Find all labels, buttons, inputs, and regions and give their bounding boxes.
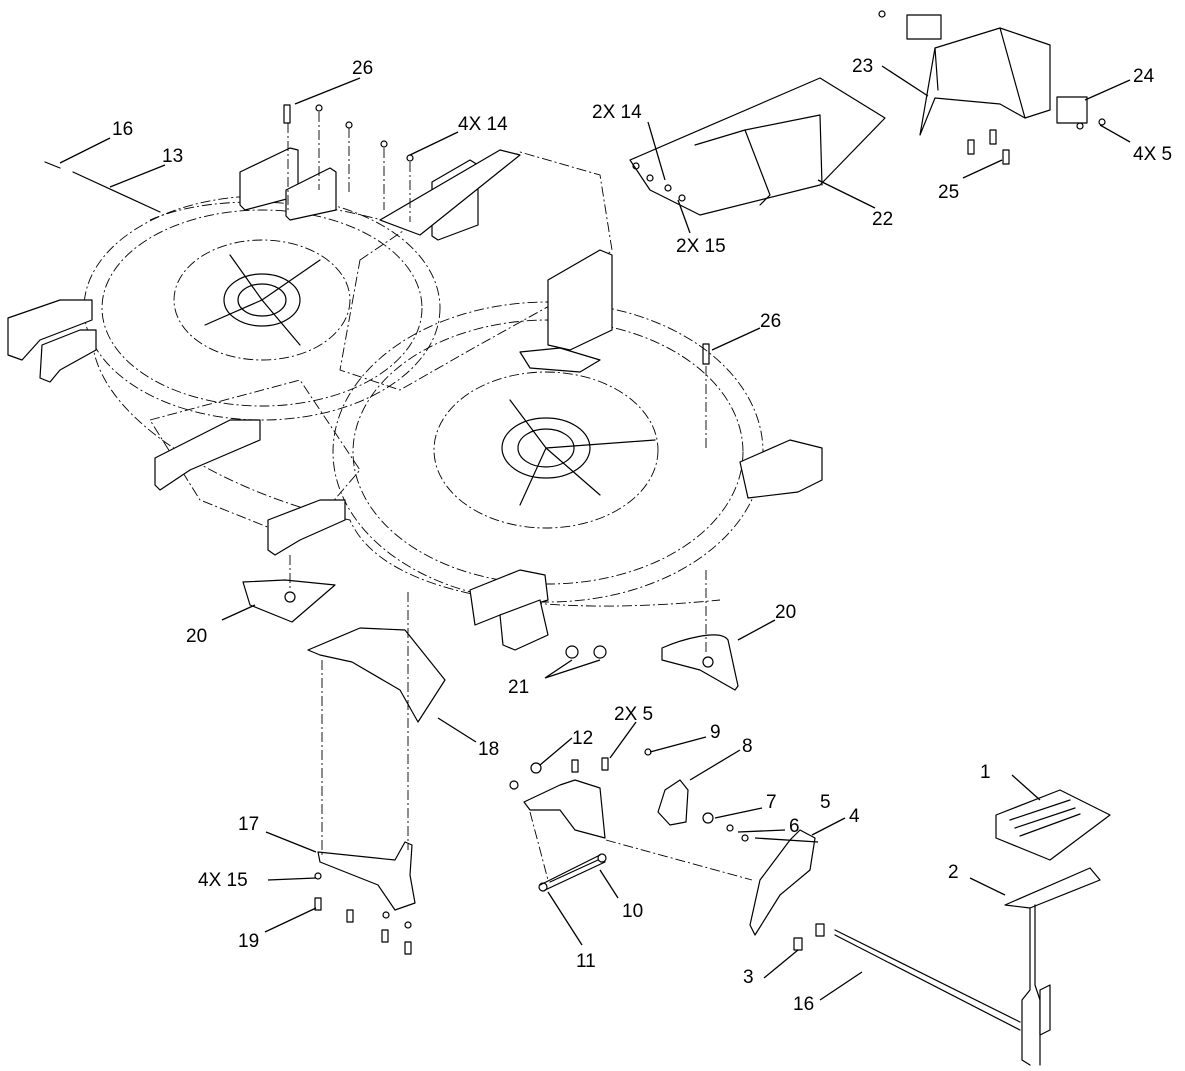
callout-2x-5: 2X 5 [614,704,653,725]
idler-bracket [523,779,816,936]
side-guard-left [242,579,336,623]
callout-4: 4 [849,806,860,827]
callout-20-right: 20 [775,602,796,623]
callout-4x-5: 4X 5 [1133,144,1172,165]
deflector-bracket [906,14,1088,136]
callout-5: 5 [820,792,831,813]
pedal-assembly [834,789,1111,1066]
callout-17: 17 [238,814,259,835]
assembly-centerlines [287,112,753,881]
callout-16-top: 16 [112,119,133,140]
mower-deck-housing [7,147,823,651]
callout-13: 13 [162,146,183,167]
callout-2: 2 [948,862,959,883]
callout-4x-15: 4X 15 [198,870,248,891]
side-guard-right [661,634,739,691]
callout-3: 3 [743,967,754,988]
callout-8: 8 [742,736,753,757]
callout-20-left: 20 [186,626,207,647]
callout-4x-14: 4X 14 [458,114,508,135]
baffle-plate [307,627,446,723]
callout-24: 24 [1133,66,1155,87]
discharge-chute [629,77,886,216]
leader-lines [59,65,1131,1001]
callout-11: 11 [576,951,596,972]
fasteners [44,10,1106,955]
callout-12: 12 [572,728,593,749]
callout-6: 6 [789,816,800,837]
callout-16-bottom: 16 [793,994,814,1015]
callout-18: 18 [478,739,499,760]
callout-labels: 26 16 13 4X 14 2X 14 2X 15 22 23 24 4X 5… [112,56,1172,1015]
callout-2x-14: 2X 14 [592,102,642,123]
callout-19: 19 [238,931,259,952]
extension-spring [538,853,607,892]
callout-2x-15-top: 2X 15 [676,236,726,257]
callout-10: 10 [622,901,643,922]
callout-25: 25 [938,182,959,203]
callout-23: 23 [852,56,873,77]
callout-22: 22 [872,209,893,230]
mounting-bracket [317,841,416,911]
callout-21: 21 [508,677,529,698]
callout-26-mid: 26 [760,311,781,332]
callout-26-top: 26 [352,58,373,79]
callout-9: 9 [710,722,721,743]
callout-1: 1 [980,762,991,783]
callout-7: 7 [766,792,777,813]
